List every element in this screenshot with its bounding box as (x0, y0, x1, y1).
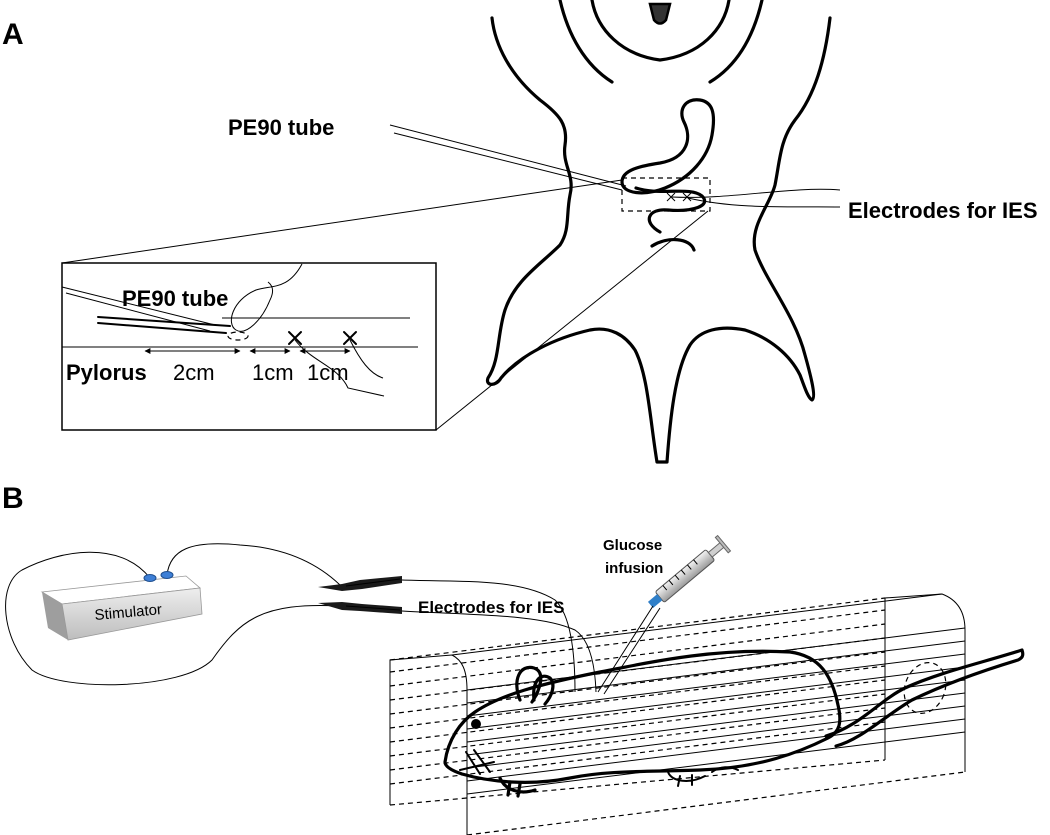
distance-label-2: 1cm (252, 360, 294, 385)
restrainer-tube (389, 593, 966, 835)
alligator-clip-jaw (345, 578, 401, 587)
alligator-clip-top (318, 576, 402, 591)
restrainer-bar-back (389, 721, 886, 785)
inset-electrode-wire (294, 339, 385, 397)
restrainer-bar-back (389, 679, 886, 743)
restrainer-bar (466, 653, 966, 717)
restrainer-left-end (389, 654, 468, 835)
stimulator-device: Stimulator (40, 571, 203, 641)
electrode-x-mark (666, 192, 676, 202)
syringe-graduations (662, 559, 698, 591)
rat-outline-top-view (485, 16, 832, 464)
restrainer-bar (466, 705, 966, 769)
inset-tube-body (97, 316, 231, 334)
restrainer-bar (466, 692, 966, 756)
rat-tail (824, 648, 1025, 748)
distance-label-3: 1cm (307, 360, 349, 385)
distance-label-1: 2cm (173, 360, 215, 385)
zoom-connector-line (435, 210, 709, 431)
rat-front-paw (498, 776, 537, 798)
restrainer-bar-back (389, 637, 886, 701)
duodenum (634, 186, 706, 234)
inset-pylorus-marker (227, 331, 249, 341)
inset-detail: PE90 tube Pylorus 2cm 1cm 1cm (61, 262, 437, 431)
rat-nose (648, 2, 672, 25)
electrodes-label-b: Electrodes for IES (418, 598, 564, 617)
stimulator-label: Stimulator (94, 601, 163, 624)
stimulator-terminal (143, 574, 157, 582)
restrainer-bottom-edge (466, 771, 966, 835)
restrainer-bar (466, 666, 966, 730)
rat-side-view (443, 648, 1025, 798)
restrainer-bottom-edge (389, 759, 886, 806)
restrainer-bar-back (389, 707, 886, 771)
electrode-wire (687, 197, 841, 208)
rat-left-arm-inner (558, 0, 614, 84)
stimulator-front-face (61, 587, 203, 641)
electrode-wire (401, 579, 576, 693)
infusion-label-line2: infusion (605, 560, 663, 577)
syringe-tip (647, 594, 663, 608)
restrainer-bar-back (389, 665, 886, 729)
rat-whiskers (459, 749, 495, 775)
rat-body-outline (443, 649, 842, 784)
stimulator-terminal (160, 571, 174, 579)
panel-a-label: A (2, 18, 24, 51)
electrodes-label: Electrodes for IES (848, 198, 1038, 223)
restrainer-top-edge (451, 593, 943, 656)
pe90-tube (389, 124, 627, 191)
stimulator-wire (5, 551, 341, 686)
electrode-wire (401, 610, 597, 693)
pe90-tube-label: PE90 tube (228, 115, 334, 140)
restrainer-bar (466, 718, 966, 782)
syringe-barrel (655, 549, 715, 603)
syringe (647, 534, 732, 608)
alligator-clip-bottom (318, 602, 402, 614)
restrainer-bar (466, 731, 966, 795)
intestine-loop (650, 238, 696, 252)
rat-ear (515, 665, 543, 704)
restrainer-bar-back (389, 651, 886, 715)
zoom-region-box (621, 177, 711, 212)
infusion-label-line1: Glucose (603, 537, 662, 554)
inset-pe90-tube-label: PE90 tube (122, 286, 228, 311)
rat-hip-marker (903, 662, 947, 714)
rat-head-outline (590, 0, 731, 62)
inset-stomach (231, 263, 303, 332)
stimulator-side-face (42, 592, 68, 640)
zoom-connector-line (61, 179, 623, 264)
inset-electrode-x-mark (343, 331, 357, 345)
panel-b-label: B (2, 482, 24, 515)
rat-hind-paw (667, 766, 739, 787)
restrainer-right-end (884, 593, 966, 772)
restrainer-top-edge (389, 597, 886, 661)
restrainer-bar-back (389, 623, 886, 687)
syringe-plunger-cap (714, 534, 732, 554)
restrainer-bar (466, 640, 966, 704)
inset-electrode-x-mark (288, 331, 302, 345)
electrode-wire (671, 188, 841, 198)
inset-tube-line (61, 286, 216, 332)
restrainer-bar-back (389, 609, 886, 673)
infusion-needle (597, 605, 661, 695)
stomach (620, 98, 716, 195)
rat-ear (532, 674, 555, 706)
panel-a: A PE90 tube Electrodes for IES (2, 0, 1038, 464)
pylorus-label: Pylorus (66, 360, 147, 385)
restrainer-bar-back (389, 693, 886, 757)
panel-b: B Stimulator Electrodes for IES (2, 482, 1025, 835)
rat-eye (471, 719, 481, 729)
stimulator-wire (166, 543, 341, 586)
restrainer-bar (466, 679, 966, 743)
rat-right-arm-inner (708, 0, 764, 84)
inset-electrode-wire (349, 339, 384, 379)
alligator-clip-jaw (345, 605, 401, 611)
